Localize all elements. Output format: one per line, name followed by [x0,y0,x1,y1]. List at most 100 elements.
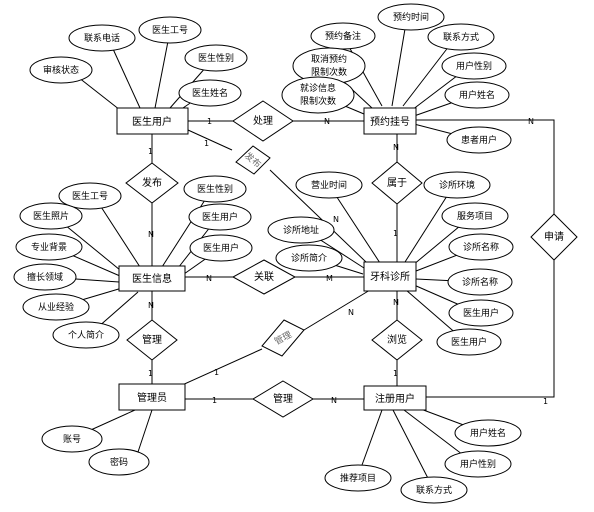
relationship-manage-reg-user: 管理 [252,380,314,418]
svg-text:诊所环境: 诊所环境 [439,179,475,191]
cardinality-doctor-info-relate: N [206,274,212,283]
cardinality-belongs-clinic: 1 [393,229,398,238]
relationship-relate: 关联 [231,259,297,295]
attribute-doctor-info-intro: 个人简介 [52,321,120,349]
attribute-booking-user-name: 用户姓名 [444,81,510,109]
attribute-clinic-address: 诊所地址 [267,216,335,244]
attribute-clinic-name-2: 诊所名称 [447,268,513,296]
svg-text:发布: 发布 [142,176,162,189]
relationship-belongs: 属于 [371,161,423,205]
attribute-booking-cancel-limit-line1: 取消预约 [311,53,347,65]
entity-admin: 管理员 [118,383,186,411]
svg-text:医生用户: 医生用户 [451,336,487,348]
attribute-doctor-info-specialty: 擅长领域 [13,263,77,291]
attribute-booking-patient-user: 患者用户 [446,126,512,154]
svg-text:管理: 管理 [142,333,162,346]
cardinality-handle-booking: N [324,117,330,126]
svg-text:服务项目: 服务项目 [457,210,493,222]
attribute-reg-user-gender: 用户性别 [444,450,512,478]
svg-text:个人简介: 个人简介 [68,329,104,341]
attribute-clinic-environment: 诊所环境 [423,171,491,199]
attribute-doctor-info-gender: 医生性别 [183,175,247,203]
attribute-booking-cancel-limit: 取消预约 限制次数 [292,47,366,85]
attribute-doctor-user-id: 医生工号 [138,16,202,44]
relationship-manage-clinic: 管理 [261,319,305,357]
svg-text:联系方式: 联系方式 [443,31,479,43]
svg-text:属于: 属于 [387,177,407,189]
svg-text:推荐项目: 推荐项目 [340,472,376,484]
svg-text:用户性别: 用户性别 [456,60,492,72]
cardinality-doctor-info-manage: N [148,301,154,310]
attribute-booking-visit-limit-line1: 就诊信息 [300,82,336,94]
svg-text:诊所名称: 诊所名称 [463,241,499,253]
svg-text:医生性别: 医生性别 [197,183,233,195]
svg-text:浏览: 浏览 [387,333,407,346]
cardinality-relate-clinic: M [326,274,333,283]
svg-text:密码: 密码 [110,456,128,468]
attribute-clinic-hours: 营业时间 [295,171,363,199]
entity-doctor-user: 医生用户 [116,107,189,135]
entity-clinic: 牙科诊所 [363,261,417,292]
attribute-reg-user-name: 用户姓名 [454,419,522,447]
cardinality-admin-manage-clinic: 1 [214,368,219,377]
attribute-admin-account: 账号 [41,425,103,453]
svg-text:患者用户: 患者用户 [461,134,497,146]
entity-doctor-info: 医生信息 [118,265,186,292]
attribute-clinic-doctor-user-2: 医生用户 [436,328,502,356]
cardinality-apply-reg-user: 1 [543,397,548,406]
cardinality-booking-apply: N [528,117,534,126]
cardinality-clinic-browse: N [393,298,399,307]
svg-text:医生用户: 医生用户 [203,242,239,254]
svg-text:联系电话: 联系电话 [84,32,120,44]
cardinality-booking-belongs: N [393,143,399,152]
attribute-reg-user-recommend: 推荐项目 [324,464,392,492]
cardinality-du-publish-clinic: 1 [204,139,209,148]
svg-text:营业时间: 营业时间 [311,179,347,191]
attribute-admin-password: 密码 [88,448,150,476]
svg-text:管理员: 管理员 [137,391,167,404]
svg-text:医生工号: 医生工号 [152,24,188,36]
entity-registered-user: 注册用户 [363,385,427,411]
cardinality-du-publish: 1 [148,147,153,156]
attribute-clinic-name-1: 诊所名称 [448,233,514,261]
relationship-lines [151,119,555,400]
svg-text:擅长领域: 擅长领域 [27,271,63,283]
attribute-doctor-info-photo: 医生照片 [19,202,83,230]
svg-text:医生工号: 医生工号 [72,190,108,202]
attribute-doctor-info-experience: 从业经验 [22,293,90,321]
svg-text:诊所名称: 诊所名称 [462,276,498,288]
svg-text:诊所地址: 诊所地址 [283,224,319,236]
relationship-publish-doctor-info: 发布 [125,162,179,204]
entity-booking: 预约挂号 [363,107,417,135]
cardinality-labels: 1 N 1 N 1 N N 1 N 1 N M N 1 1 N 1 N N 1 [148,117,548,406]
svg-text:预约备注: 预约备注 [325,30,361,42]
svg-text:处理: 处理 [253,115,273,127]
cardinality-manage-admin: 1 [148,369,153,378]
cardinality-du-handle: 1 [207,117,212,126]
cardinality-manage-reg-user: N [331,396,337,405]
attribute-doctor-info-id: 医生工号 [58,182,122,210]
attribute-booking-time: 预约时间 [377,3,445,31]
svg-text:联系方式: 联系方式 [416,484,452,496]
relationship-apply: 申请 [530,213,578,261]
attribute-lines [46,16,486,491]
svg-text:牙科诊所: 牙科诊所 [370,270,410,283]
attribute-booking-contact: 联系方式 [427,23,495,51]
relationship-publish-clinic: 发布 [235,145,271,175]
cardinality-manage-clinic: N [348,308,354,317]
attribute-doctor-user-review-status: 审核状态 [29,56,93,84]
attribute-clinic-services: 服务项目 [441,202,509,230]
svg-text:预约挂号: 预约挂号 [370,115,410,128]
attribute-doctor-user-gender: 医生性别 [184,44,248,72]
attribute-booking-user-gender: 用户性别 [441,52,507,80]
svg-text:从业经验: 从业经验 [38,301,74,313]
svg-text:医生照片: 医生照片 [33,210,69,222]
attribute-booking-visit-limit: 就诊信息 限制次数 [281,76,355,114]
attribute-booking-visit-limit-line2: 限制次数 [300,95,336,107]
svg-text:用户性别: 用户性别 [460,458,496,470]
svg-text:诊所简介: 诊所简介 [291,252,327,264]
svg-text:专业背景: 专业背景 [31,241,67,253]
svg-text:医生信息: 医生信息 [132,272,172,285]
relationship-manage-doctor-info: 管理 [126,319,178,361]
